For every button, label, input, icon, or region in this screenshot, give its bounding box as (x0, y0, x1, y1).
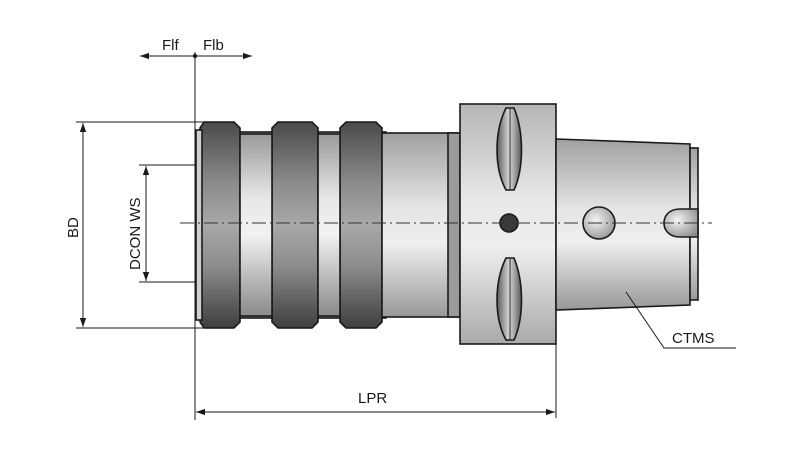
dimension-dcon-ws: DCON WS (127, 164, 196, 283)
ring-2 (271, 121, 319, 329)
collar (459, 103, 557, 345)
label-lpr: LPR (358, 390, 387, 407)
drive-slot-bottom (496, 257, 523, 341)
middle-shank (381, 132, 461, 318)
drive-slot-top (496, 107, 523, 191)
label-ctms: CTMS (672, 330, 715, 347)
label-flb: Flb (203, 37, 224, 54)
dimension-flf-flb: Flf Flb (140, 37, 252, 420)
taper-shank (555, 138, 699, 311)
label-dcon-ws: DCON WS (127, 198, 144, 271)
ring-3 (339, 121, 383, 329)
leader-ctms: CTMS (625, 291, 736, 349)
label-bd: BD (65, 217, 82, 238)
grooved-body (195, 121, 387, 329)
label-flf: Flf (162, 37, 179, 54)
dimension-lpr: LPR (196, 344, 557, 418)
ring-1 (199, 121, 241, 329)
dimension-bd: BD (65, 121, 204, 329)
